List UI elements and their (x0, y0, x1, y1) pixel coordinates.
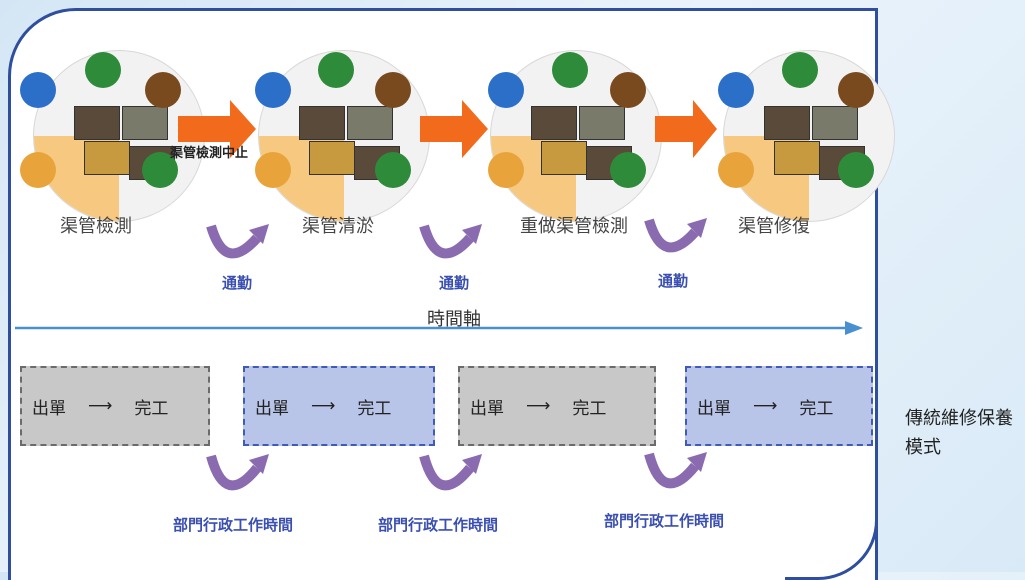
badge-orange-icon (255, 152, 291, 188)
stage-label-repair: 渠管修復 (738, 216, 810, 237)
badge-brown-icon (145, 72, 181, 108)
admin-time-label: 部門行政工作時間 (173, 516, 294, 534)
badge-green-icon (838, 152, 874, 188)
commute-curve-arrow-icon (419, 224, 482, 259)
order-start-label: 出單 (470, 398, 504, 419)
order-start-label: 出單 (32, 398, 66, 419)
badge-brown-icon (838, 72, 874, 108)
right-arrow-icon: ⟶ (88, 396, 113, 416)
admin-time-label: 部門行政工作時間 (604, 512, 725, 530)
badge-green-icon (782, 52, 818, 88)
order-box: 出單 ⟶ 完工 (20, 366, 210, 446)
admin-curve-arrow-icon (419, 454, 482, 491)
side-caption: 傳統維修保養模式 (905, 408, 1013, 458)
badge-green-icon (610, 152, 646, 188)
badge-blue-icon (718, 72, 754, 108)
admin-curve-arrow-icon (644, 452, 707, 489)
inspection-aborted-text: 渠管檢測中止 (170, 146, 249, 161)
order-end-label: 完工 (134, 398, 169, 419)
flow-arrow-icon (420, 100, 488, 158)
commute-label: 通勤 (439, 274, 470, 292)
badge-orange-icon (488, 152, 524, 188)
stage-label-inspection: 渠管檢測 (60, 216, 132, 237)
badge-orange-icon (718, 152, 754, 188)
badge-brown-icon (610, 72, 646, 108)
order-box: 出單 ⟶ 完工 (685, 366, 873, 446)
commute-curve-arrow-icon (644, 218, 707, 253)
badge-green-icon (142, 152, 178, 188)
flow-arrow-icon (655, 100, 717, 158)
stage-label-cleaning: 渠管清淤 (302, 216, 374, 237)
stage-label-reinspection: 重做渠管檢測 (520, 216, 628, 237)
panel-corner-curve (785, 517, 875, 580)
badge-green-icon (318, 52, 354, 88)
timeline-arrow-icon (15, 321, 863, 335)
commute-label: 通勤 (222, 274, 253, 292)
order-box: 出單 ⟶ 完工 (243, 366, 435, 446)
badge-green-icon (375, 152, 411, 188)
badge-green-icon (85, 52, 121, 88)
right-arrow-icon: ⟶ (311, 396, 336, 416)
timeline-label: 時間軸 (427, 309, 481, 330)
badge-orange-icon (20, 152, 56, 188)
order-box: 出單 ⟶ 完工 (458, 366, 656, 446)
order-end-label: 完工 (799, 398, 834, 419)
flow-arrow-icon (178, 100, 256, 158)
order-start-label: 出單 (697, 398, 731, 419)
badge-blue-icon (488, 72, 524, 108)
stage-wheel-inspection (33, 50, 205, 222)
badge-blue-icon (255, 72, 291, 108)
admin-curve-arrow-icon (206, 454, 269, 491)
badge-blue-icon (20, 72, 56, 108)
order-end-label: 完工 (357, 398, 392, 419)
commute-label: 通勤 (658, 272, 689, 290)
right-arrow-icon: ⟶ (526, 396, 551, 416)
order-end-label: 完工 (572, 398, 607, 419)
order-start-label: 出單 (255, 398, 289, 419)
right-arrow-icon: ⟶ (753, 396, 778, 416)
admin-time-label: 部門行政工作時間 (378, 516, 499, 534)
badge-brown-icon (375, 72, 411, 108)
commute-curve-arrow-icon (206, 224, 269, 259)
badge-green-icon (552, 52, 588, 88)
